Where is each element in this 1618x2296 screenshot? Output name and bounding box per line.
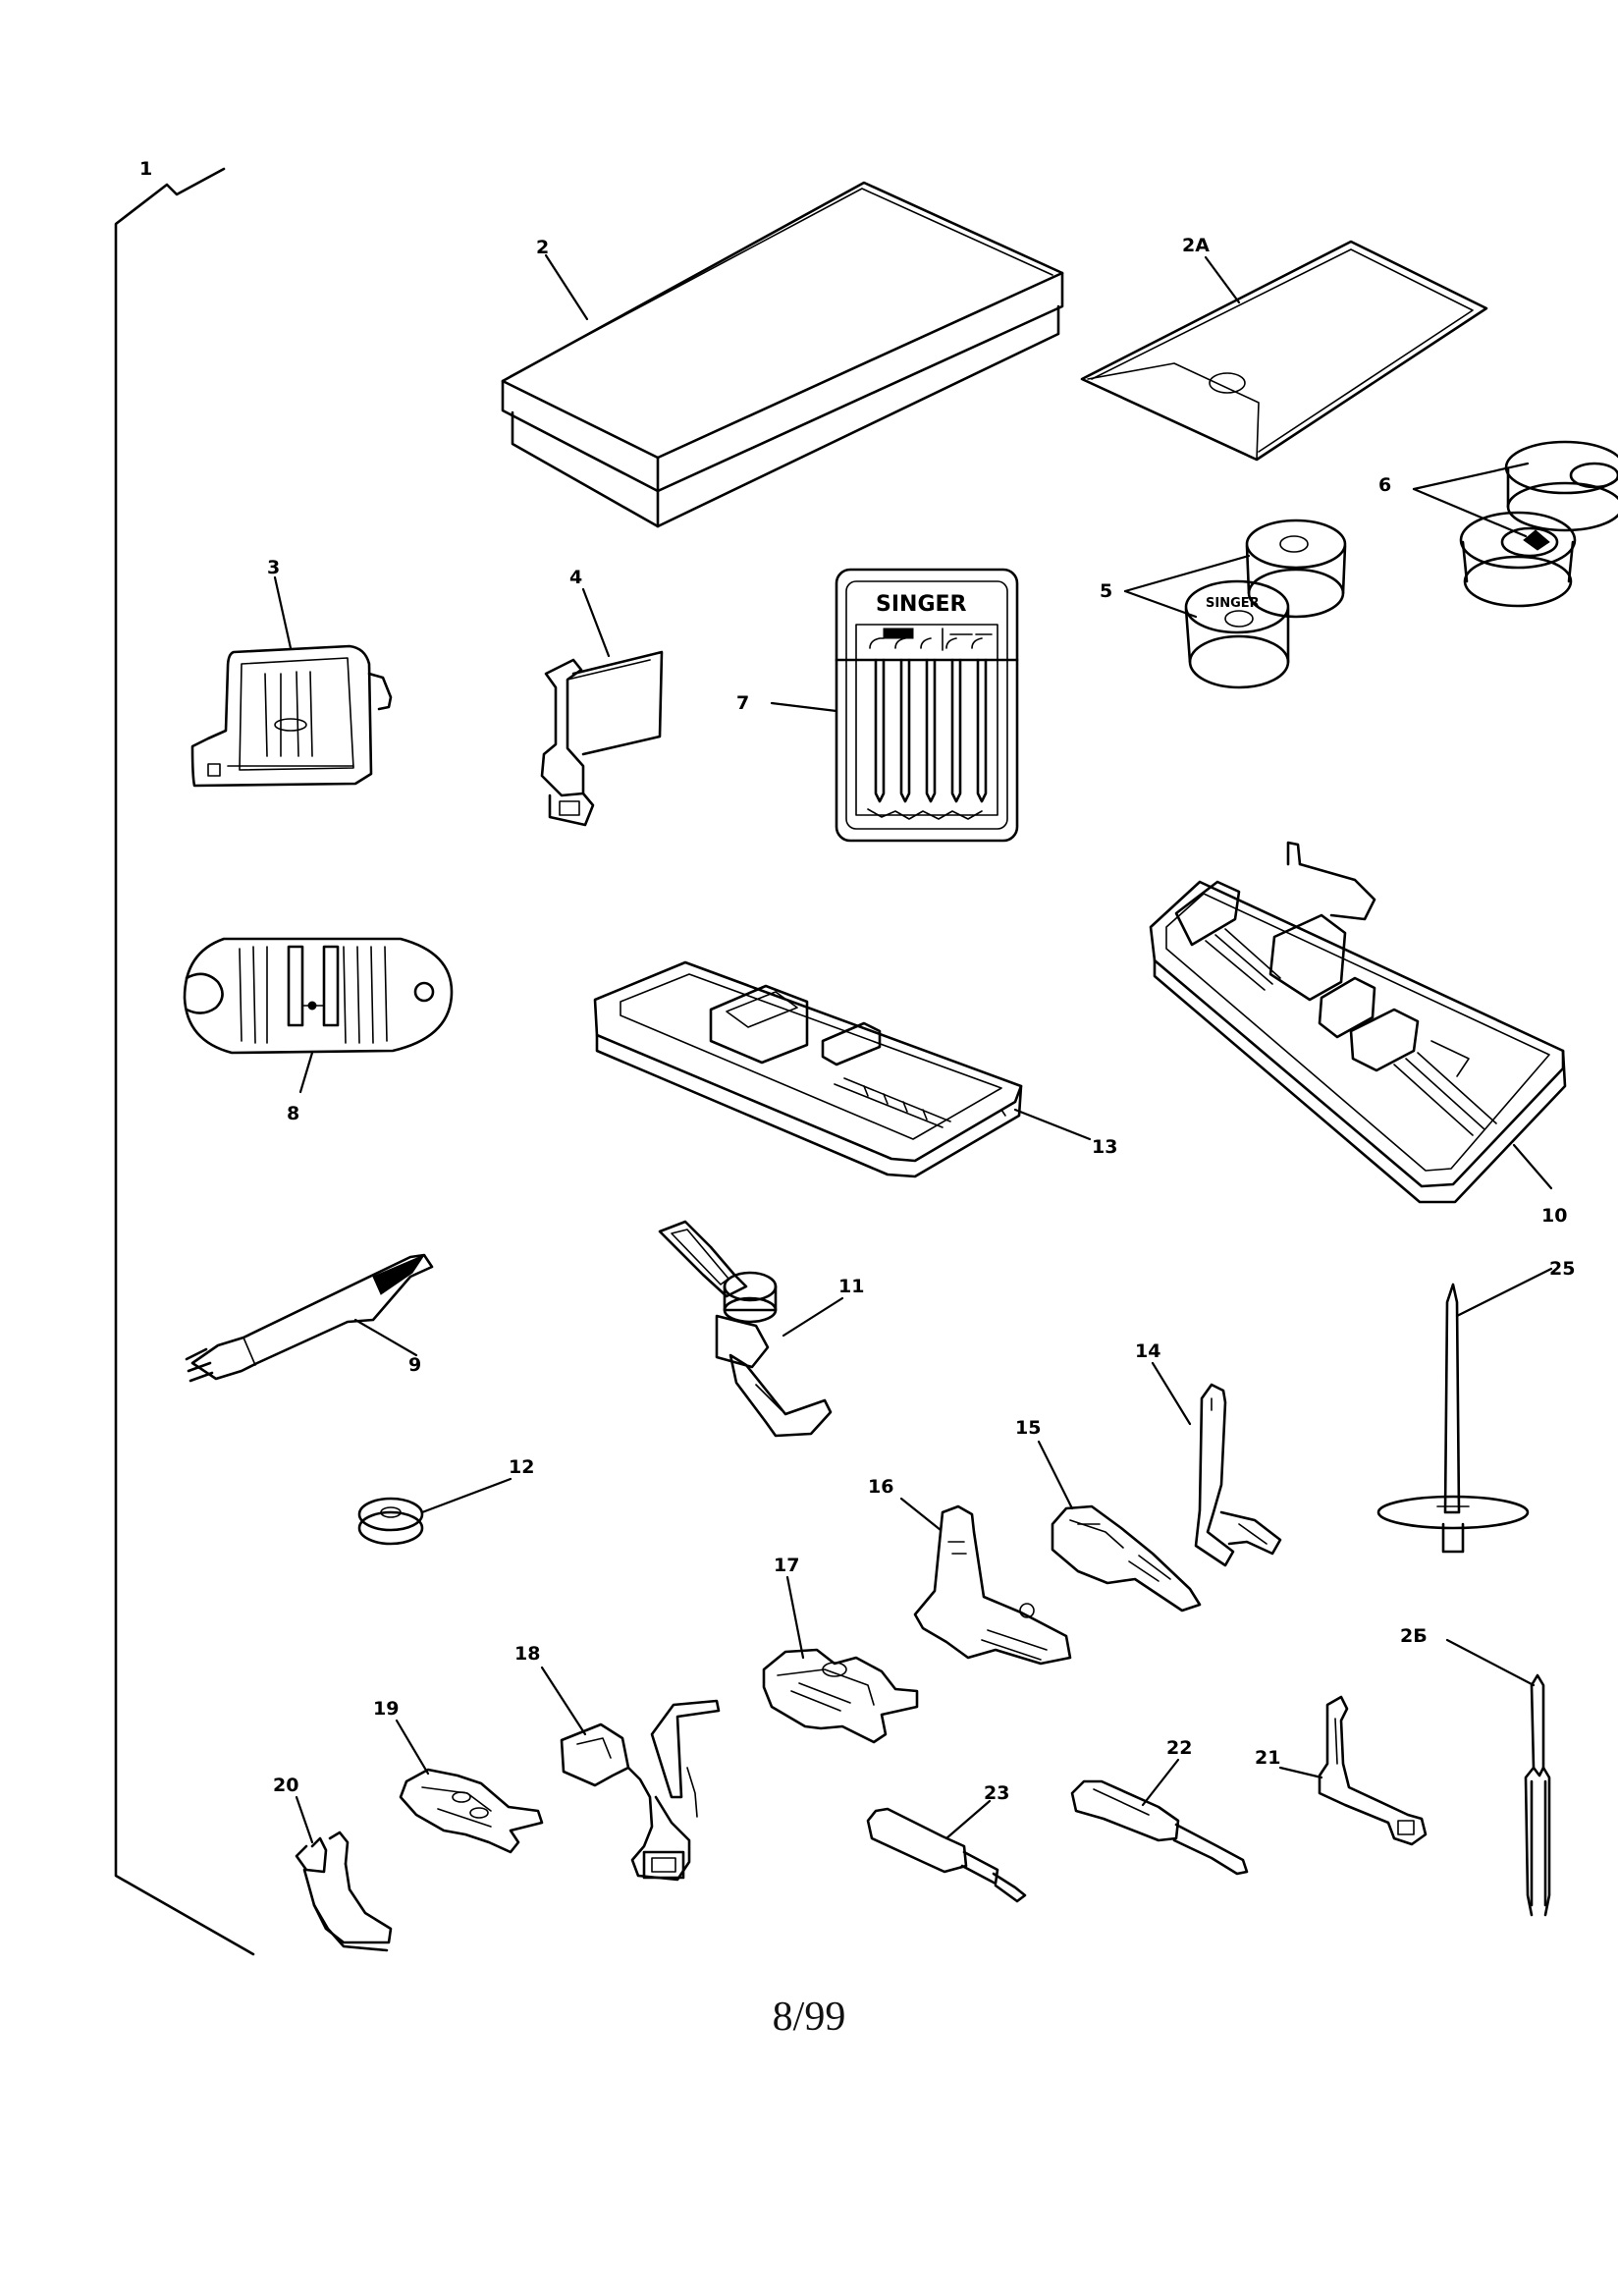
- label-10: 10: [1541, 1205, 1567, 1227]
- part-6-bobbins: 6: [1378, 440, 1618, 608]
- bobbin-brand: SINGER: [1206, 596, 1260, 611]
- label-9: 9: [408, 1354, 421, 1376]
- part-3-slide-plate: 3: [190, 557, 393, 788]
- label-3: 3: [267, 557, 280, 578]
- part-2-accessory-box: 2: [501, 181, 1064, 528]
- part-13-buttonhole-attachment: 13: [593, 960, 1117, 1178]
- label-11: 11: [838, 1276, 864, 1297]
- part-11-quilting-guide: 11: [658, 1220, 864, 1438]
- part-25-spool-pin: 25: [1376, 1258, 1575, 1554]
- part-7-needle-pack: SINGER 7: [736, 568, 1019, 843]
- label-6: 6: [1378, 474, 1391, 496]
- plate-grid-lines: [239, 946, 388, 1044]
- part-16-presser-foot-general: 16: [868, 1476, 1072, 1666]
- part-8-needle-plate: 8: [183, 937, 454, 1124]
- label-2a: 2A: [1182, 235, 1210, 256]
- part-21-clip: 21: [1255, 1695, 1428, 1846]
- label-25: 25: [1549, 1258, 1575, 1280]
- part-19-straight-stitch-foot: 19: [373, 1698, 544, 1854]
- label-22: 22: [1166, 1737, 1192, 1759]
- label-4: 4: [569, 567, 582, 588]
- label-17: 17: [774, 1555, 799, 1576]
- part-20-seam-guide-wire: 20: [273, 1775, 393, 1952]
- label-20: 20: [273, 1775, 298, 1796]
- label-2: 2: [536, 237, 549, 258]
- needle-row: [869, 637, 988, 803]
- label-16: 16: [868, 1476, 893, 1498]
- part-12-spool-cap: 12: [357, 1456, 534, 1546]
- part-9-seam-ripper: 9: [185, 1253, 434, 1383]
- label-23: 23: [984, 1782, 1009, 1804]
- page-number: 8/99: [772, 1995, 846, 2040]
- part-14-zipper-foot: 14: [1135, 1340, 1282, 1567]
- label-5: 5: [1100, 580, 1112, 602]
- part-5-bobbins: SINGER 5: [1100, 519, 1347, 689]
- label-1: 1: [139, 158, 152, 180]
- part-10-buttonhole-foot: 10: [1149, 841, 1567, 1227]
- label-19: 19: [373, 1698, 399, 1720]
- part-23-small-screwdriver: 23: [866, 1782, 1027, 1903]
- label-14: 14: [1135, 1340, 1160, 1362]
- part-15-blind-hem-foot: 15: [1015, 1417, 1202, 1613]
- label-13: 13: [1092, 1136, 1117, 1158]
- part-18-overcasting-foot: 18: [514, 1643, 721, 1882]
- label-18: 18: [514, 1643, 540, 1665]
- part-26-twin-pin: 2Б: [1400, 1625, 1551, 1917]
- label-26: 2Б: [1400, 1625, 1428, 1647]
- part-2a-tray-insert: 2A: [1080, 235, 1488, 462]
- label-12: 12: [509, 1456, 534, 1478]
- part-17-special-foot: 17: [762, 1555, 919, 1744]
- part-4-presser-foot: 4: [540, 567, 664, 827]
- label-8: 8: [287, 1103, 299, 1124]
- part-1-bracket: 1: [114, 158, 255, 1956]
- label-15: 15: [1015, 1417, 1041, 1439]
- part-22-large-screwdriver: 22: [1070, 1737, 1249, 1876]
- label-7: 7: [736, 692, 749, 714]
- label-21: 21: [1255, 1747, 1280, 1769]
- needle-pack-brand: SINGER: [876, 592, 967, 617]
